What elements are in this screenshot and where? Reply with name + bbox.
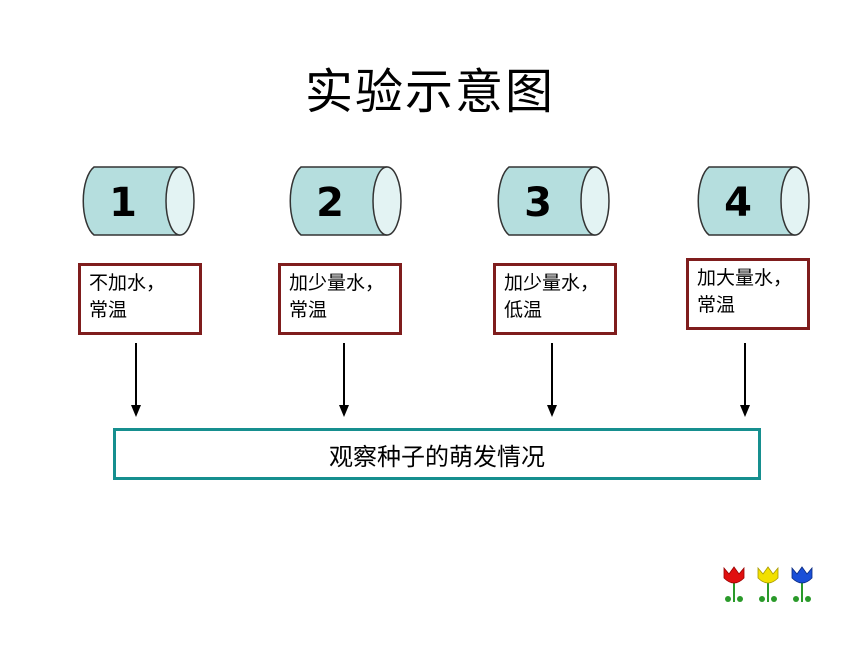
condition-label-1: 不加水， 常温 bbox=[78, 263, 202, 335]
red-tulip-icon bbox=[723, 566, 745, 602]
cylinder-4: 4 bbox=[697, 166, 810, 236]
cylinder-2: 2 bbox=[289, 166, 402, 236]
arrow-down-icon bbox=[131, 343, 141, 417]
cylinder-1: 1 bbox=[82, 166, 195, 236]
arrow-down-icon bbox=[740, 343, 750, 417]
yellow-tulip-icon bbox=[757, 566, 779, 602]
arrow-down-icon bbox=[339, 343, 349, 417]
page-title: 实验示意图 bbox=[304, 64, 555, 120]
condition-label-2: 加少量水， 常温 bbox=[278, 263, 402, 335]
condition-label-4: 加大量水， 常温 bbox=[686, 258, 810, 330]
result-box: 观察种子的萌发情况 bbox=[113, 428, 761, 480]
tulip-decoration bbox=[723, 566, 813, 602]
condition-label-3: 加少量水， 低温 bbox=[493, 263, 617, 335]
blue-tulip-icon bbox=[791, 566, 813, 602]
arrow-down-icon bbox=[547, 343, 557, 417]
cylinder-3: 3 bbox=[497, 166, 610, 236]
cylinder-1-number: 1 bbox=[109, 180, 137, 226]
cylinder-4-number: 4 bbox=[724, 180, 752, 226]
cylinder-2-number: 2 bbox=[316, 180, 344, 226]
cylinder-3-number: 3 bbox=[524, 180, 552, 226]
